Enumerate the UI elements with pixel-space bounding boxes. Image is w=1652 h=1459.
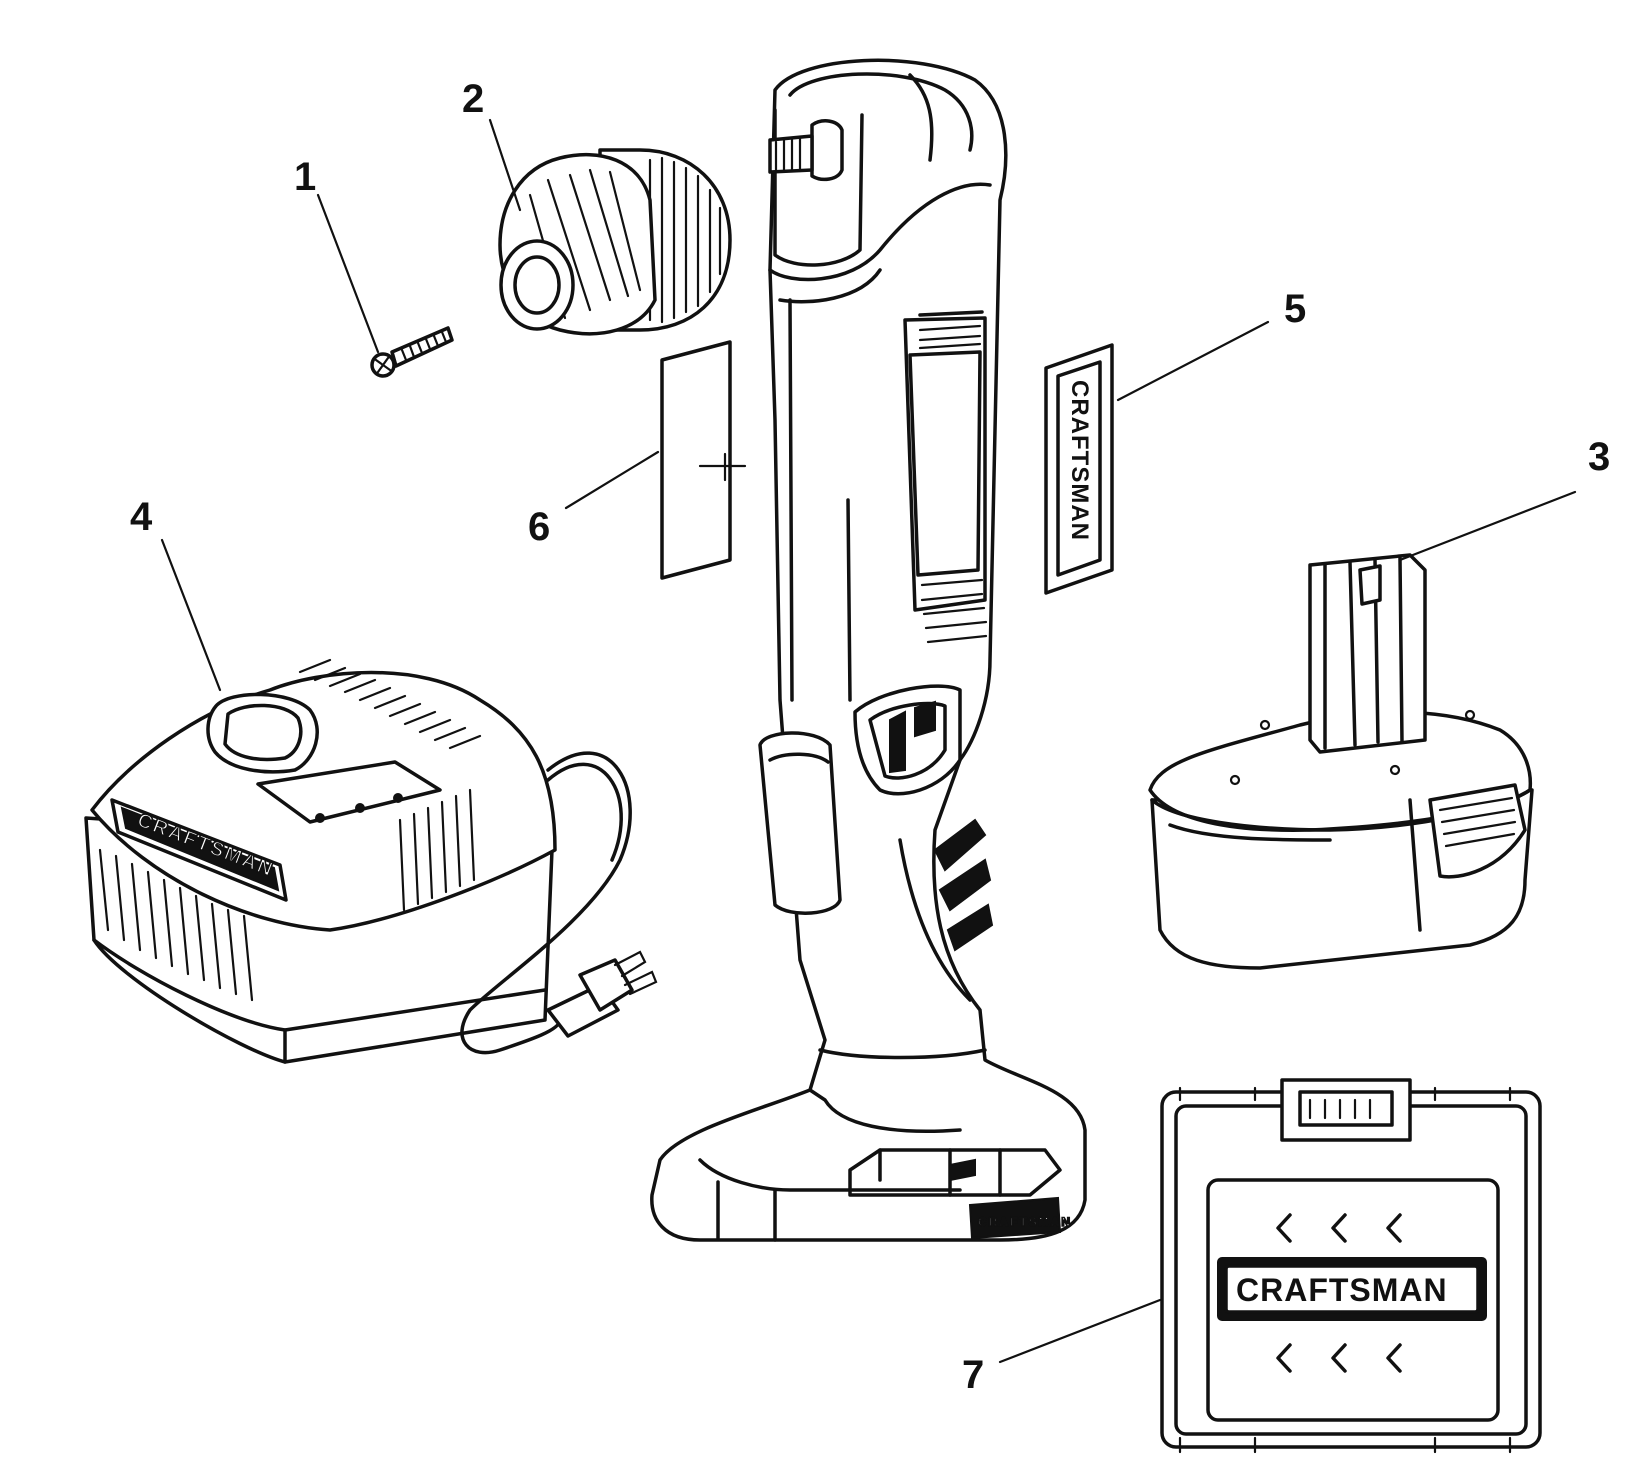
case-logo: CRAFTSMAN [1236, 1272, 1448, 1308]
callout-4: 4 [130, 495, 153, 539]
drill-body: CRAFTSMAN [650, 58, 1087, 1242]
blank-label-part [660, 340, 747, 580]
leader-line-6 [564, 450, 660, 510]
carry-case-part: CRAFTSMAN [1160, 1078, 1542, 1454]
callout-3: 3 [1588, 435, 1610, 479]
decal-logo: CRAFTSMAN [1066, 380, 1093, 541]
chuck-part [498, 148, 732, 336]
charger-part: CRAFTSMAN [84, 658, 557, 1064]
leader-line-7 [998, 1298, 1162, 1364]
craftsman-decal-part: CRAFTSMAN [1044, 343, 1114, 595]
leader-line-4 [160, 538, 222, 692]
callout-6: 6 [528, 505, 550, 549]
callout-1: 1 [294, 155, 316, 199]
callout-5: 5 [1284, 287, 1306, 331]
charger-cord-plug [460, 751, 658, 1055]
leader-line-5 [1116, 320, 1270, 402]
leader-line-2 [488, 118, 522, 212]
callout-7: 7 [962, 1353, 984, 1397]
callout-2: 2 [462, 77, 484, 121]
battery-part [1148, 553, 1534, 970]
screw-part [370, 326, 454, 378]
leader-line-1 [316, 193, 380, 354]
leader-line-3 [1398, 490, 1577, 562]
drill-base-logo: CRAFTSMAN [978, 1215, 1072, 1229]
